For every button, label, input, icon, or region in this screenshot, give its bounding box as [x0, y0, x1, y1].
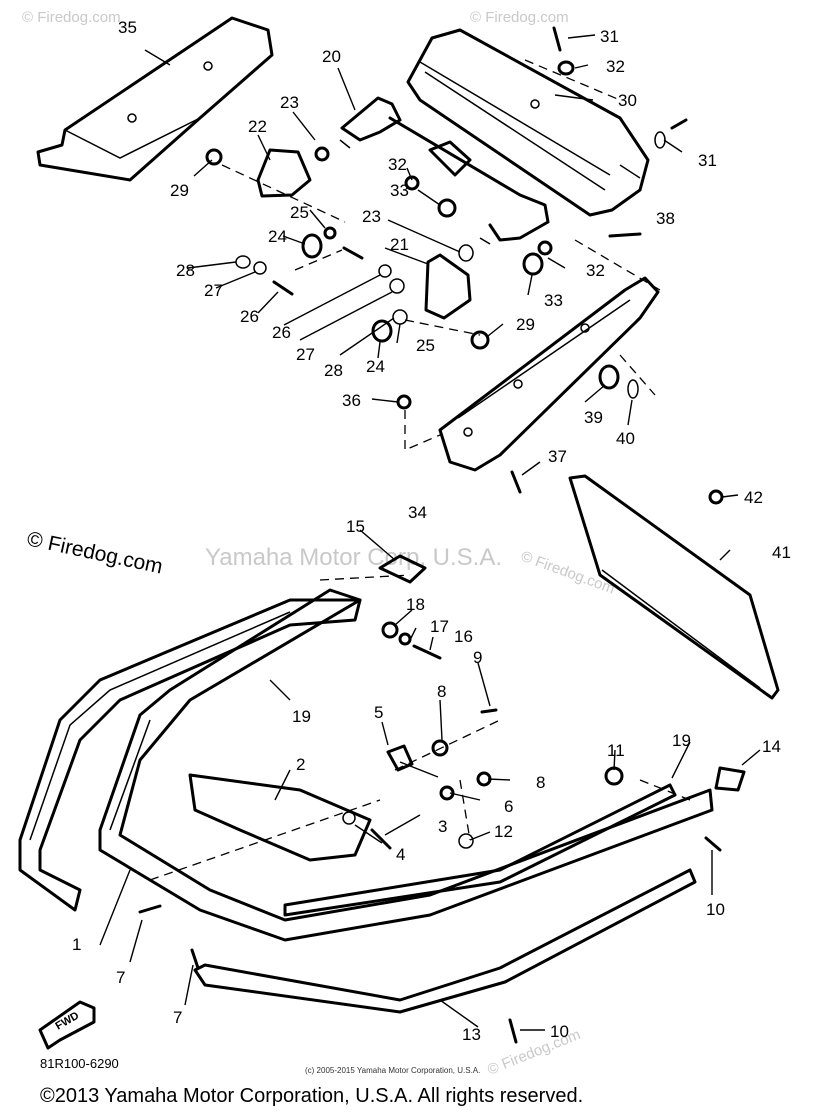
watermark-top-left: © Firedog.com — [22, 9, 121, 26]
callout-36: 36 — [342, 391, 361, 410]
callout-37: 37 — [548, 447, 567, 466]
part-2-guard — [188, 773, 372, 862]
callout-26b: 26 — [272, 323, 291, 342]
part-13-trim — [193, 868, 697, 1014]
callout-34: 34 — [408, 503, 427, 522]
part-41-panel — [568, 474, 780, 700]
lower-hardware — [138, 554, 746, 1044]
watermark-mid-right: © Firedog.com — [519, 548, 617, 598]
callout-29b: 29 — [516, 315, 535, 334]
footer-small-print: (c) 2005-2015 Yamaha Motor Corporation, … — [305, 1066, 480, 1075]
part-19-trim-right — [283, 783, 677, 917]
copyright-notice: ©2013 Yamaha Motor Corporation, U.S.A. A… — [40, 1085, 583, 1107]
diagram-code: 81R100-6290 — [40, 1056, 119, 1071]
callout-5: 5 — [374, 703, 383, 722]
callout-41: 41 — [772, 543, 791, 562]
leader-lines — [99, 34, 761, 1031]
callout-39: 39 — [584, 408, 603, 427]
callout-6: 6 — [504, 797, 513, 816]
watermark-center: Yamaha Motor Corp, U.S.A. — [205, 544, 502, 571]
part-30-grip — [406, 28, 650, 217]
callout-12: 12 — [494, 822, 513, 841]
callout-10a: 10 — [706, 900, 725, 919]
hardware-group — [205, 26, 724, 505]
callout-23a: 23 — [280, 93, 299, 112]
callout-19a: 19 — [292, 707, 311, 726]
callout-7a: 7 — [116, 968, 125, 987]
callout-31b: 31 — [698, 151, 717, 170]
part-20-handle — [339, 96, 550, 245]
callout-24b: 24 — [366, 357, 385, 376]
callout-8b: 8 — [536, 773, 545, 792]
callout-26a: 26 — [240, 307, 259, 326]
callout-28b: 28 — [324, 361, 343, 380]
part-35-cover — [36, 16, 274, 182]
callout-14: 14 — [762, 737, 781, 756]
callout-32a: 32 — [606, 57, 625, 76]
callout-1: 1 — [72, 935, 81, 954]
callout-20: 20 — [322, 47, 341, 66]
callout-10b: 10 — [550, 1022, 569, 1041]
part-22-bracket — [256, 148, 312, 198]
callout-3: 3 — [438, 817, 447, 836]
callout-42: 42 — [744, 488, 763, 507]
callout-7b: 7 — [173, 1008, 182, 1027]
callout-9: 9 — [473, 648, 482, 667]
callout-40: 40 — [616, 429, 635, 448]
callout-32b: 32 — [388, 155, 407, 174]
callout-11: 11 — [607, 741, 625, 760]
callout-38: 38 — [656, 209, 675, 228]
part-1-frame — [98, 588, 714, 942]
callout-16: 16 — [454, 627, 473, 646]
callout-30: 30 — [618, 91, 637, 110]
callout-8a: 8 — [437, 682, 446, 701]
callout-31a: 31 — [600, 27, 619, 46]
fwd-arrow: FWD — [38, 1000, 96, 1050]
callout-27a: 27 — [204, 281, 223, 300]
callout-28a: 28 — [176, 261, 195, 280]
callout-18: 18 — [406, 595, 425, 614]
callout-29a: 29 — [170, 181, 189, 200]
watermark-top-right: © Firedog.com — [470, 9, 569, 26]
callout-labels: 1 2 3 4 5 6 7 7 8 8 9 10 10 11 12 13 14 … — [72, 18, 791, 1044]
callout-17: 17 — [430, 617, 449, 636]
callout-25a: 25 — [290, 203, 309, 222]
panel-edge — [601, 569, 761, 689]
callout-2: 2 — [296, 755, 305, 774]
part-34-rail — [438, 276, 660, 472]
callout-21: 21 — [390, 235, 409, 254]
callout-33b: 33 — [544, 291, 563, 310]
callout-19b: 19 — [672, 731, 691, 750]
callout-23b: 23 — [362, 207, 381, 226]
callout-32c: 32 — [586, 261, 605, 280]
firedog-watermark: © Firedog.com — [25, 527, 165, 578]
callout-22: 22 — [248, 117, 267, 136]
part-19-frame — [18, 598, 362, 912]
part-21-bracket — [424, 253, 472, 320]
callout-35: 35 — [118, 18, 137, 37]
callout-25b: 25 — [416, 336, 435, 355]
callout-33a: 33 — [390, 181, 409, 200]
callout-13: 13 — [462, 1025, 481, 1044]
callout-27b: 27 — [296, 345, 315, 364]
callout-15: 15 — [346, 517, 365, 536]
fwd-label: FWD — [54, 1010, 82, 1033]
callout-24a: 24 — [268, 227, 287, 246]
callout-4: 4 — [396, 845, 405, 864]
